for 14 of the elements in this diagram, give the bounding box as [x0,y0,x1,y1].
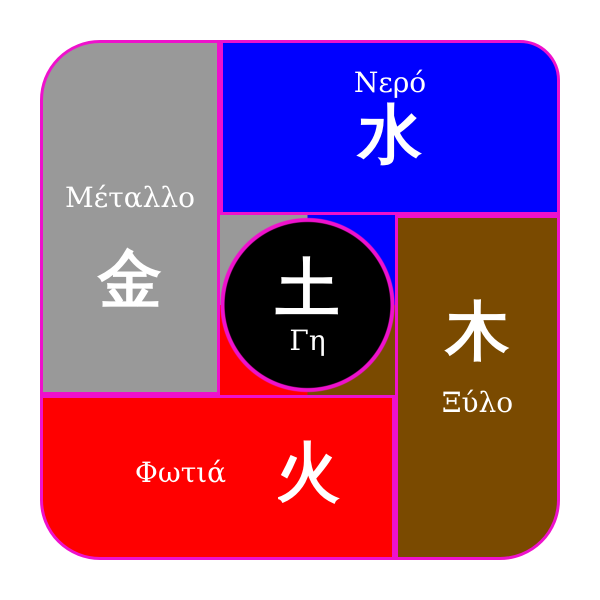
chinese-character: 金 [98,244,162,314]
element-region [40,40,220,395]
chinese-character: 水 [358,98,422,170]
chinese-character: 木 [446,296,510,366]
element-region [395,215,560,560]
chinese-character: 火 [276,437,340,508]
element-label: Φωτιά [134,456,226,489]
element-label: Νερό [354,66,426,99]
element-label: Γη [289,324,326,357]
element-region [220,40,560,215]
element-region [40,395,395,560]
chinese-character: 土 [276,253,340,324]
element-label: Μέταλλο [65,180,195,214]
element-label: Ξύλο [442,386,514,420]
